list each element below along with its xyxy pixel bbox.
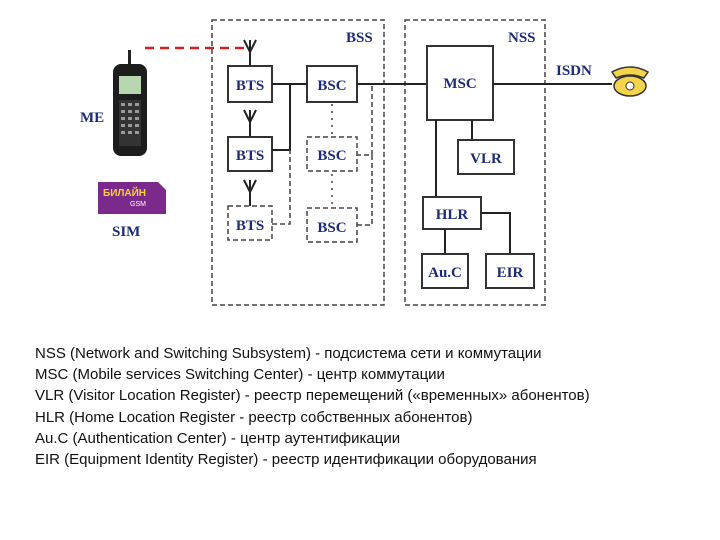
telephone-icon bbox=[610, 66, 650, 97]
me-label: ME bbox=[80, 110, 104, 126]
bts-bsc-link-dashed bbox=[272, 150, 291, 225]
bts-label: BTS bbox=[236, 78, 264, 94]
nss-label: NSS bbox=[508, 30, 536, 46]
mobile-phone-icon bbox=[113, 50, 147, 156]
bsc-label: BSC bbox=[317, 220, 346, 236]
bss-label: BSS bbox=[346, 30, 373, 46]
bts-box bbox=[227, 65, 273, 103]
bsc-box-dashed bbox=[306, 136, 358, 172]
eir-label: EIR bbox=[497, 265, 524, 281]
sim-label: SIM bbox=[112, 224, 140, 240]
gsm-architecture-diagram: BSS NSS ME БИЛАЙН GSM SIM BTS BTS bbox=[80, 19, 650, 306]
auc-box bbox=[421, 253, 469, 289]
legend: NSS (Network and Switching Subsystem) - … bbox=[35, 343, 695, 470]
isdn-label: ISDN bbox=[556, 63, 592, 79]
legend-line-vlr: VLR (Visitor Location Register) - реестр… bbox=[35, 387, 590, 405]
bts-label: BTS bbox=[236, 218, 264, 234]
antenna-icon bbox=[243, 179, 257, 206]
legend-line-nss: NSS (Network and Switching Subsystem) - … bbox=[35, 345, 542, 362]
legend-line-eir: EIR (Equipment Identity Register) - реес… bbox=[35, 451, 537, 469]
antenna-icon bbox=[243, 109, 257, 137]
msc-label: MSC bbox=[443, 76, 476, 92]
eir-box bbox=[485, 253, 535, 289]
sim-card-icon: БИЛАЙН GSM bbox=[98, 182, 166, 214]
antenna-icon bbox=[243, 39, 257, 66]
legend-line-auc: Au.C (Authentication Center) - центр аут… bbox=[35, 429, 401, 447]
bsc-box bbox=[306, 65, 358, 103]
sim-brand: БИЛАЙН bbox=[103, 186, 146, 199]
legend-line-hlr: HLR (Home Location Register - реестр соб… bbox=[35, 408, 473, 426]
bts-box-dashed bbox=[227, 205, 273, 241]
auc-label: Au.C bbox=[428, 265, 462, 281]
bsc-msc-link-dashed bbox=[357, 154, 373, 226]
bts-box bbox=[227, 136, 273, 172]
legend-line-msc: MSC (Mobile services Switching Center) -… bbox=[35, 366, 445, 384]
sim-brand-sub: GSM bbox=[130, 201, 146, 208]
vlr-label: VLR bbox=[470, 151, 502, 167]
hlr-eir-link bbox=[481, 212, 511, 254]
hlr-box bbox=[422, 196, 482, 230]
bts-label: BTS bbox=[236, 148, 264, 164]
bsc-box-dashed bbox=[306, 207, 358, 243]
bsc-label: BSC bbox=[317, 78, 346, 94]
hlr-label: HLR bbox=[436, 207, 469, 223]
bsc-label: BSC bbox=[317, 148, 346, 164]
vlr-box bbox=[457, 139, 515, 175]
